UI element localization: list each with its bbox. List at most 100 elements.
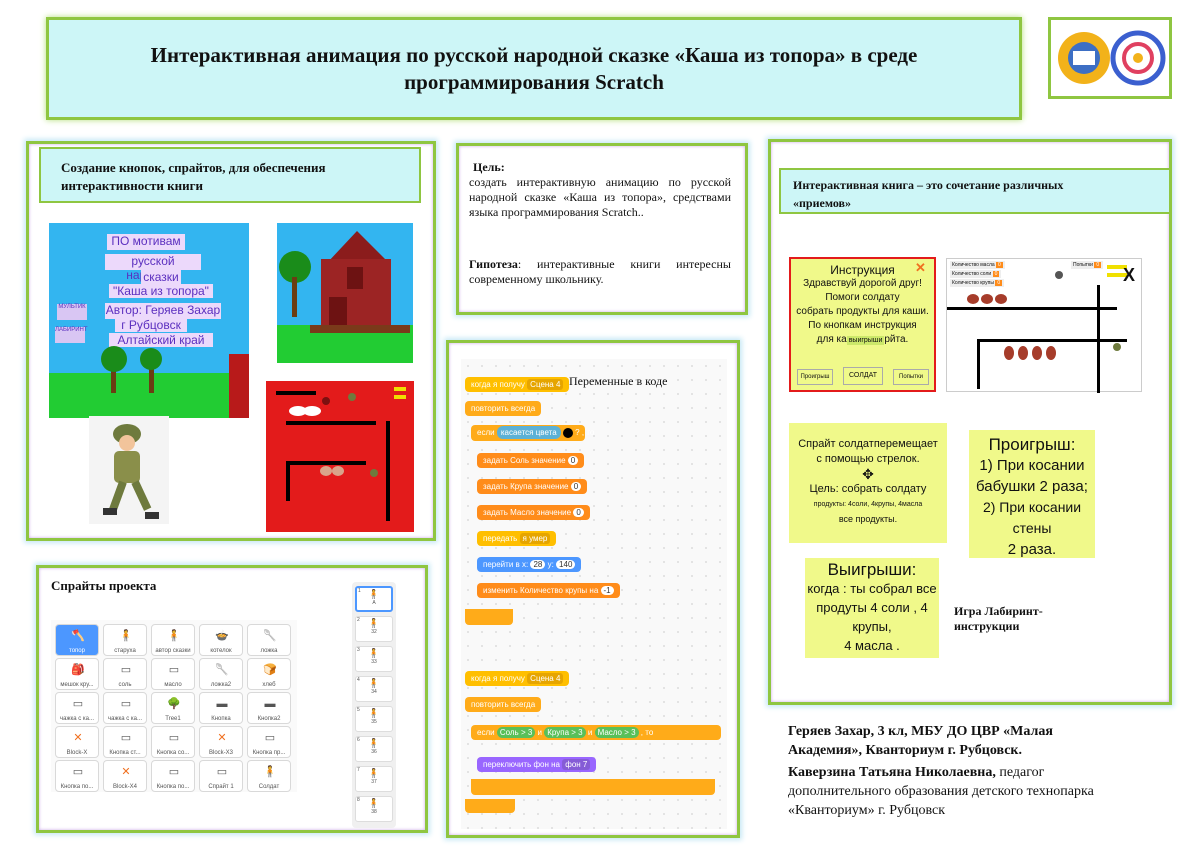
sprite-label: Кнопка по...: [156, 784, 190, 790]
sprite-thumbnail[interactable]: 🍲котелок: [199, 624, 243, 656]
code-caption: Переменные в коде: [569, 374, 668, 388]
sprite-label: чажка с ка...: [60, 716, 94, 722]
sprite-icon: 🧍: [119, 630, 133, 642]
sprite-icon: ▭: [120, 732, 132, 744]
sprite-thumbnail[interactable]: 🪓топор: [55, 624, 99, 656]
instruction-line: Здравствуй дорогой друг!: [803, 278, 922, 289]
card-line: все продукты.: [838, 514, 898, 524]
sprite-icon: ▭: [72, 698, 84, 710]
sprite-icon: ▭: [264, 732, 276, 744]
if-end: [471, 779, 715, 795]
sprite-thumbnail[interactable]: ▭масло: [151, 658, 195, 690]
sprite-thumbnail[interactable]: ▭чажка с ка...: [103, 692, 147, 724]
close-icon[interactable]: ✕: [915, 260, 926, 275]
when-receive-block: когда я получу Сцена 4: [465, 377, 570, 392]
sprite-thumbnail[interactable]: ▭Спрайт 1: [199, 760, 243, 792]
sprite-thumbnail[interactable]: 🧍Солдат: [247, 760, 291, 792]
costume-name: 33: [371, 659, 377, 665]
var-tries: Попытки 0: [1071, 261, 1104, 269]
maze-walls: [276, 387, 406, 521]
costume-thumbnail[interactable]: 1🧍A: [355, 586, 393, 612]
set-krupa-block: задать Крупа значение 0: [477, 479, 588, 494]
soldier-icon: 🧍: [368, 738, 380, 748]
tries-button[interactable]: Попытки: [893, 369, 929, 385]
costume-number: 8: [357, 797, 360, 803]
sprite-thumbnail[interactable]: ▭ чажка с ка...: [55, 692, 99, 724]
cover-text: Алтайский край: [109, 333, 213, 347]
sprite-thumbnail[interactable]: ✕Block-X: [55, 726, 99, 758]
win-card: Выигрыши: когда : ты собрал все продуты …: [805, 558, 939, 658]
cover-text: сказки: [141, 270, 181, 284]
costume-thumbnail[interactable]: 4🧍34: [355, 676, 393, 702]
sprite-label: Кнопка: [211, 716, 231, 722]
costume-name: 34: [371, 689, 377, 695]
sprite-thumbnail[interactable]: 🥄ложка: [247, 624, 291, 656]
arrows-icon: ✥: [862, 466, 874, 482]
card-line: 2) При косании стены: [982, 499, 1082, 536]
costume-thumbnail[interactable]: 8🧍38: [355, 796, 393, 822]
sprite-thumbnail[interactable]: ▭Кнопка по...: [151, 760, 195, 792]
costume-name: 38: [371, 809, 377, 815]
sprite-icon: ▬: [264, 698, 276, 710]
sprite-thumbnail[interactable]: ▭Кнопка со...: [151, 726, 195, 758]
sprite-thumbnail[interactable]: ✕Block-X3: [199, 726, 243, 758]
sprite-icon: 🌳: [167, 698, 181, 710]
card-line: Проигрыш:: [988, 435, 1076, 454]
costume-thumbnail[interactable]: 3🧍33: [355, 646, 393, 672]
maze-button[interactable]: ЛАБИРИНТ: [55, 327, 88, 343]
costume-number: 3: [357, 647, 360, 653]
sprite-thumbnail[interactable]: ▭Кнопка по...: [55, 760, 99, 792]
caption-line: Игра Лабиринт-: [954, 604, 1043, 618]
sprite-icon: 🍞: [263, 664, 277, 676]
wins-button[interactable]: выигрыши: [846, 336, 885, 345]
costume-thumbnail[interactable]: 5🧍35: [355, 706, 393, 732]
sprite-icon: ✕: [121, 766, 131, 778]
costume-name: 37: [371, 779, 377, 785]
right-panel-header: Интерактивная книга – это сочетание разл…: [779, 168, 1171, 214]
if-block-2: если Соль > 3 и Крупа > 3 и Масло > 3 , …: [471, 725, 721, 740]
sprite-thumbnail[interactable]: ▭Кнопка ст...: [103, 726, 147, 758]
broadcast-block: передать я умер: [477, 531, 557, 546]
sprite-thumbnail[interactable]: ▭соль: [103, 658, 147, 690]
card-line: бабушки 2 раза;: [976, 478, 1088, 495]
sprite-thumbnail[interactable]: 🧍старуха: [103, 624, 147, 656]
lose-button[interactable]: Проигрыш: [797, 369, 833, 385]
sprite-label: топор: [69, 648, 85, 654]
sprite-thumbnail[interactable]: ▬Кнопка2: [247, 692, 291, 724]
soldier-icon: 🧍: [368, 708, 380, 718]
card-line: Цель: собрать солдату: [809, 483, 927, 495]
cartoon-button[interactable]: МУЛЬТИК: [57, 304, 87, 320]
title-banner: Интерактивная анимация по русской народн…: [46, 17, 1022, 120]
sprite-thumbnail[interactable]: ✕Block-X4: [103, 760, 147, 792]
sprite-thumbnail[interactable]: 🎒мешок кру...: [55, 658, 99, 690]
author-line: Геряев Захар, 3 кл, МБУ ДО ЦВР «Малая: [788, 724, 1053, 739]
house-scene: [277, 223, 413, 363]
sprite-label: ложка2: [210, 682, 232, 688]
card-line: когда : ты собрал все: [807, 581, 937, 596]
sprite-thumbnail[interactable]: ▭Кнопка пр...: [247, 726, 291, 758]
sprite-label: Солдат: [258, 784, 280, 790]
sprite-thumbnail[interactable]: 🍞хлеб: [247, 658, 291, 690]
costume-thumbnail[interactable]: 7🧍37: [355, 766, 393, 792]
sprite-label: автор сказки: [155, 648, 191, 654]
sprite-icon: 🧍: [167, 630, 181, 642]
card-line: Спрайт солдатперемещает: [798, 438, 938, 450]
sprite-thumbnail[interactable]: 🥄ложка2: [199, 658, 243, 690]
costume-thumbnail[interactable]: 2🧍32: [355, 616, 393, 642]
maze-scene: [266, 381, 414, 532]
soldier-button[interactable]: СОЛДАТ: [843, 367, 883, 385]
sprite-thumbnail[interactable]: 🧍 автор сказки: [151, 624, 195, 656]
soldier-icon: 🧍: [368, 589, 380, 599]
author-line: «Кванториум» г. Рубцовск: [788, 803, 945, 818]
change-block: изменить Количество крупы на -1: [477, 583, 620, 598]
goto-block: перейти в x: 28 y: 140: [477, 557, 582, 572]
instruction-title: Инструкция: [830, 263, 895, 277]
sprite-thumbnail[interactable]: ▬Кнопка: [199, 692, 243, 724]
page-title: Интерактивная анимация по русской народн…: [111, 42, 958, 96]
costume-thumbnail[interactable]: 6🧍36: [355, 736, 393, 762]
sprite-thumbnail[interactable]: 🌳Tree1: [151, 692, 195, 724]
header-line: Интерактивная книга – это сочетание разл…: [793, 178, 1064, 192]
sprite-icon: ▭: [168, 732, 180, 744]
